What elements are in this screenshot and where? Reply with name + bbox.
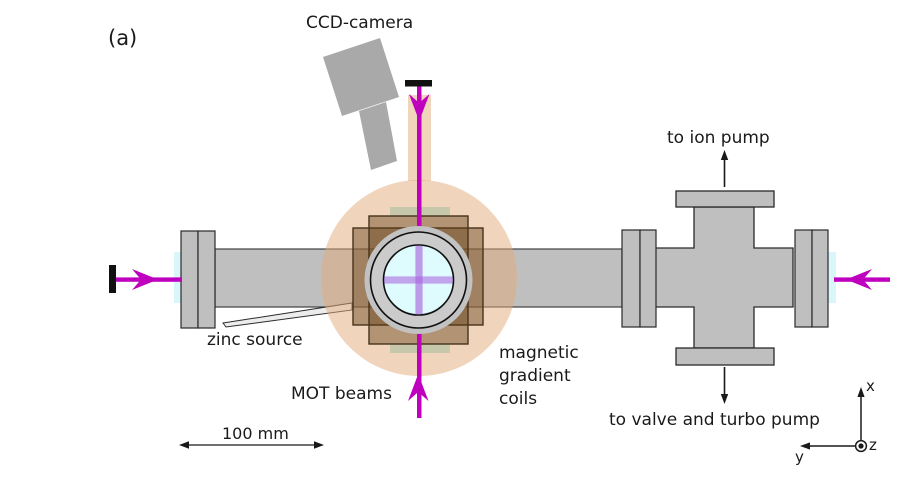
coils-label-line3: coils <box>499 389 538 409</box>
scale-bar-arrow <box>179 441 324 449</box>
top-beam-arrowhead-icon <box>409 94 430 121</box>
axis-y-arrowhead-icon <box>800 442 810 450</box>
ion-pump-arrow-icon <box>720 150 729 187</box>
cross-bottom-flange <box>675 347 775 366</box>
window-beam-cross <box>384 245 453 315</box>
top-mirror <box>405 80 432 87</box>
zinc-source-label: zinc source <box>207 330 303 350</box>
panel-label: (a) <box>108 26 138 50</box>
left-mirror <box>109 265 116 293</box>
ccd-camera-icon <box>323 38 399 170</box>
camera-lens-barrel <box>359 102 397 170</box>
coils-label-line1: magnetic <box>499 343 579 363</box>
bottom-beam-arrowhead-icon <box>408 374 429 401</box>
axis-x-label: x <box>866 377 875 395</box>
cross-left-flange <box>621 229 657 328</box>
ion-pump-label: to ion pump <box>667 128 770 148</box>
right-beam-arrowhead-icon <box>846 269 872 290</box>
cross-top-flange <box>675 190 775 208</box>
magnetic-gradient-coils-label: magnetic gradient coils <box>499 342 579 411</box>
cross-body <box>654 206 794 349</box>
camera-body <box>323 38 399 116</box>
vacuum-cross <box>621 190 836 366</box>
left-flange <box>180 230 216 329</box>
cross-right-flange <box>794 229 829 328</box>
valve-turbo-pump-label: to valve and turbo pump <box>609 410 820 430</box>
axis-z-dot <box>858 443 864 449</box>
vertical-beam-in-window <box>415 245 423 315</box>
ccd-camera-label: CCD-camera <box>306 13 414 33</box>
turbo-pump-arrow-icon <box>720 367 729 404</box>
axis-y-label: y <box>795 448 804 466</box>
right-window <box>827 252 836 303</box>
coordinate-axes-icon <box>800 387 868 453</box>
axis-x-arrowhead-icon <box>857 387 865 397</box>
mot-beams-label: MOT beams <box>291 384 392 404</box>
coils-label-line2: gradient <box>499 366 571 386</box>
axis-z-label: z <box>869 436 877 454</box>
scale-bar-label: 100 mm <box>222 424 289 443</box>
left-beam-arrowhead-icon <box>132 269 158 290</box>
